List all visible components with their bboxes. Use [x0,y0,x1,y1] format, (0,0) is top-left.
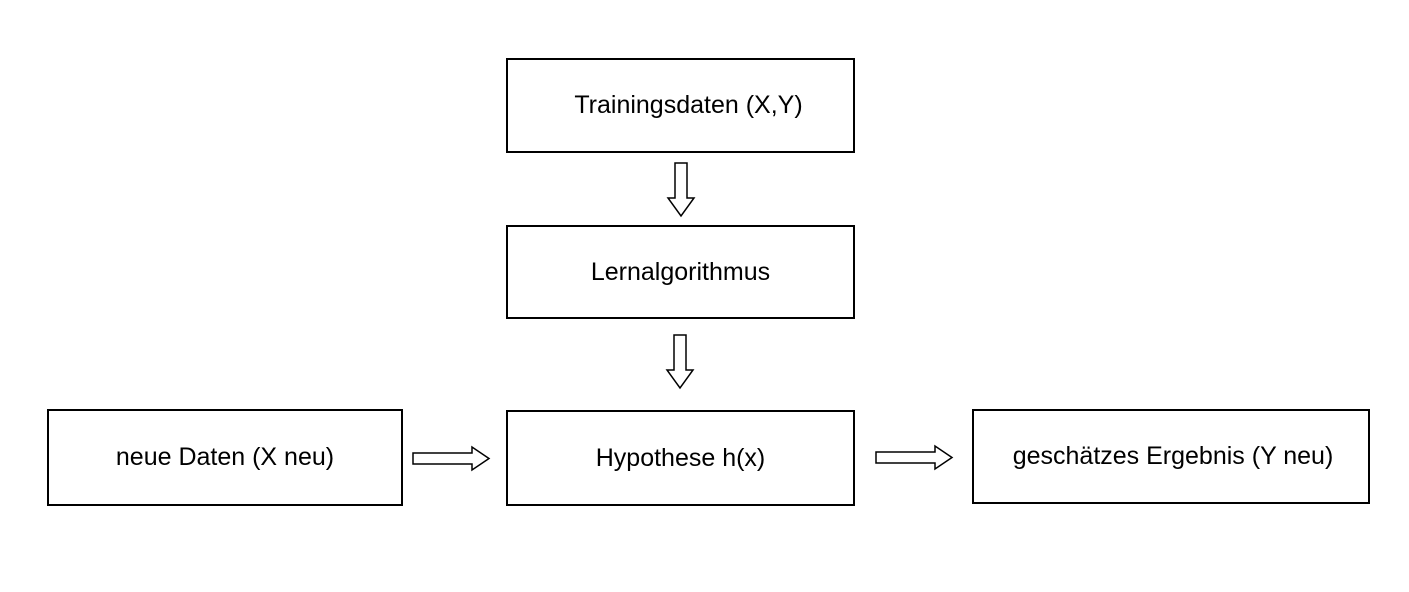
learning-algorithm-label: Lernalgorithmus [590,257,771,286]
arrow-hypothesis-to-result [875,444,954,471]
new-data-label: neue Daten (X neu) [115,443,335,471]
estimated-result-box: geschätzes Ergebnis (Y neu) [972,409,1370,504]
training-data-label: Trainingsdaten (X,Y) [574,91,803,119]
training-data-box: Trainingsdaten (X,Y) [506,58,855,153]
arrow-training-to-learning [666,162,696,218]
estimated-result-label: geschätzes Ergebnis (Y neu) [1012,442,1334,470]
hypothesis-box: Hypothese h(x) [506,410,855,506]
new-data-box: neue Daten (X neu) [47,409,403,506]
arrow-learning-to-hypothesis [665,334,695,390]
learning-algorithm-box: Lernalgorithmus [506,225,855,319]
hypothesis-label: Hypothese h(x) [595,443,766,472]
arrow-new-data-to-hypothesis [412,445,491,472]
